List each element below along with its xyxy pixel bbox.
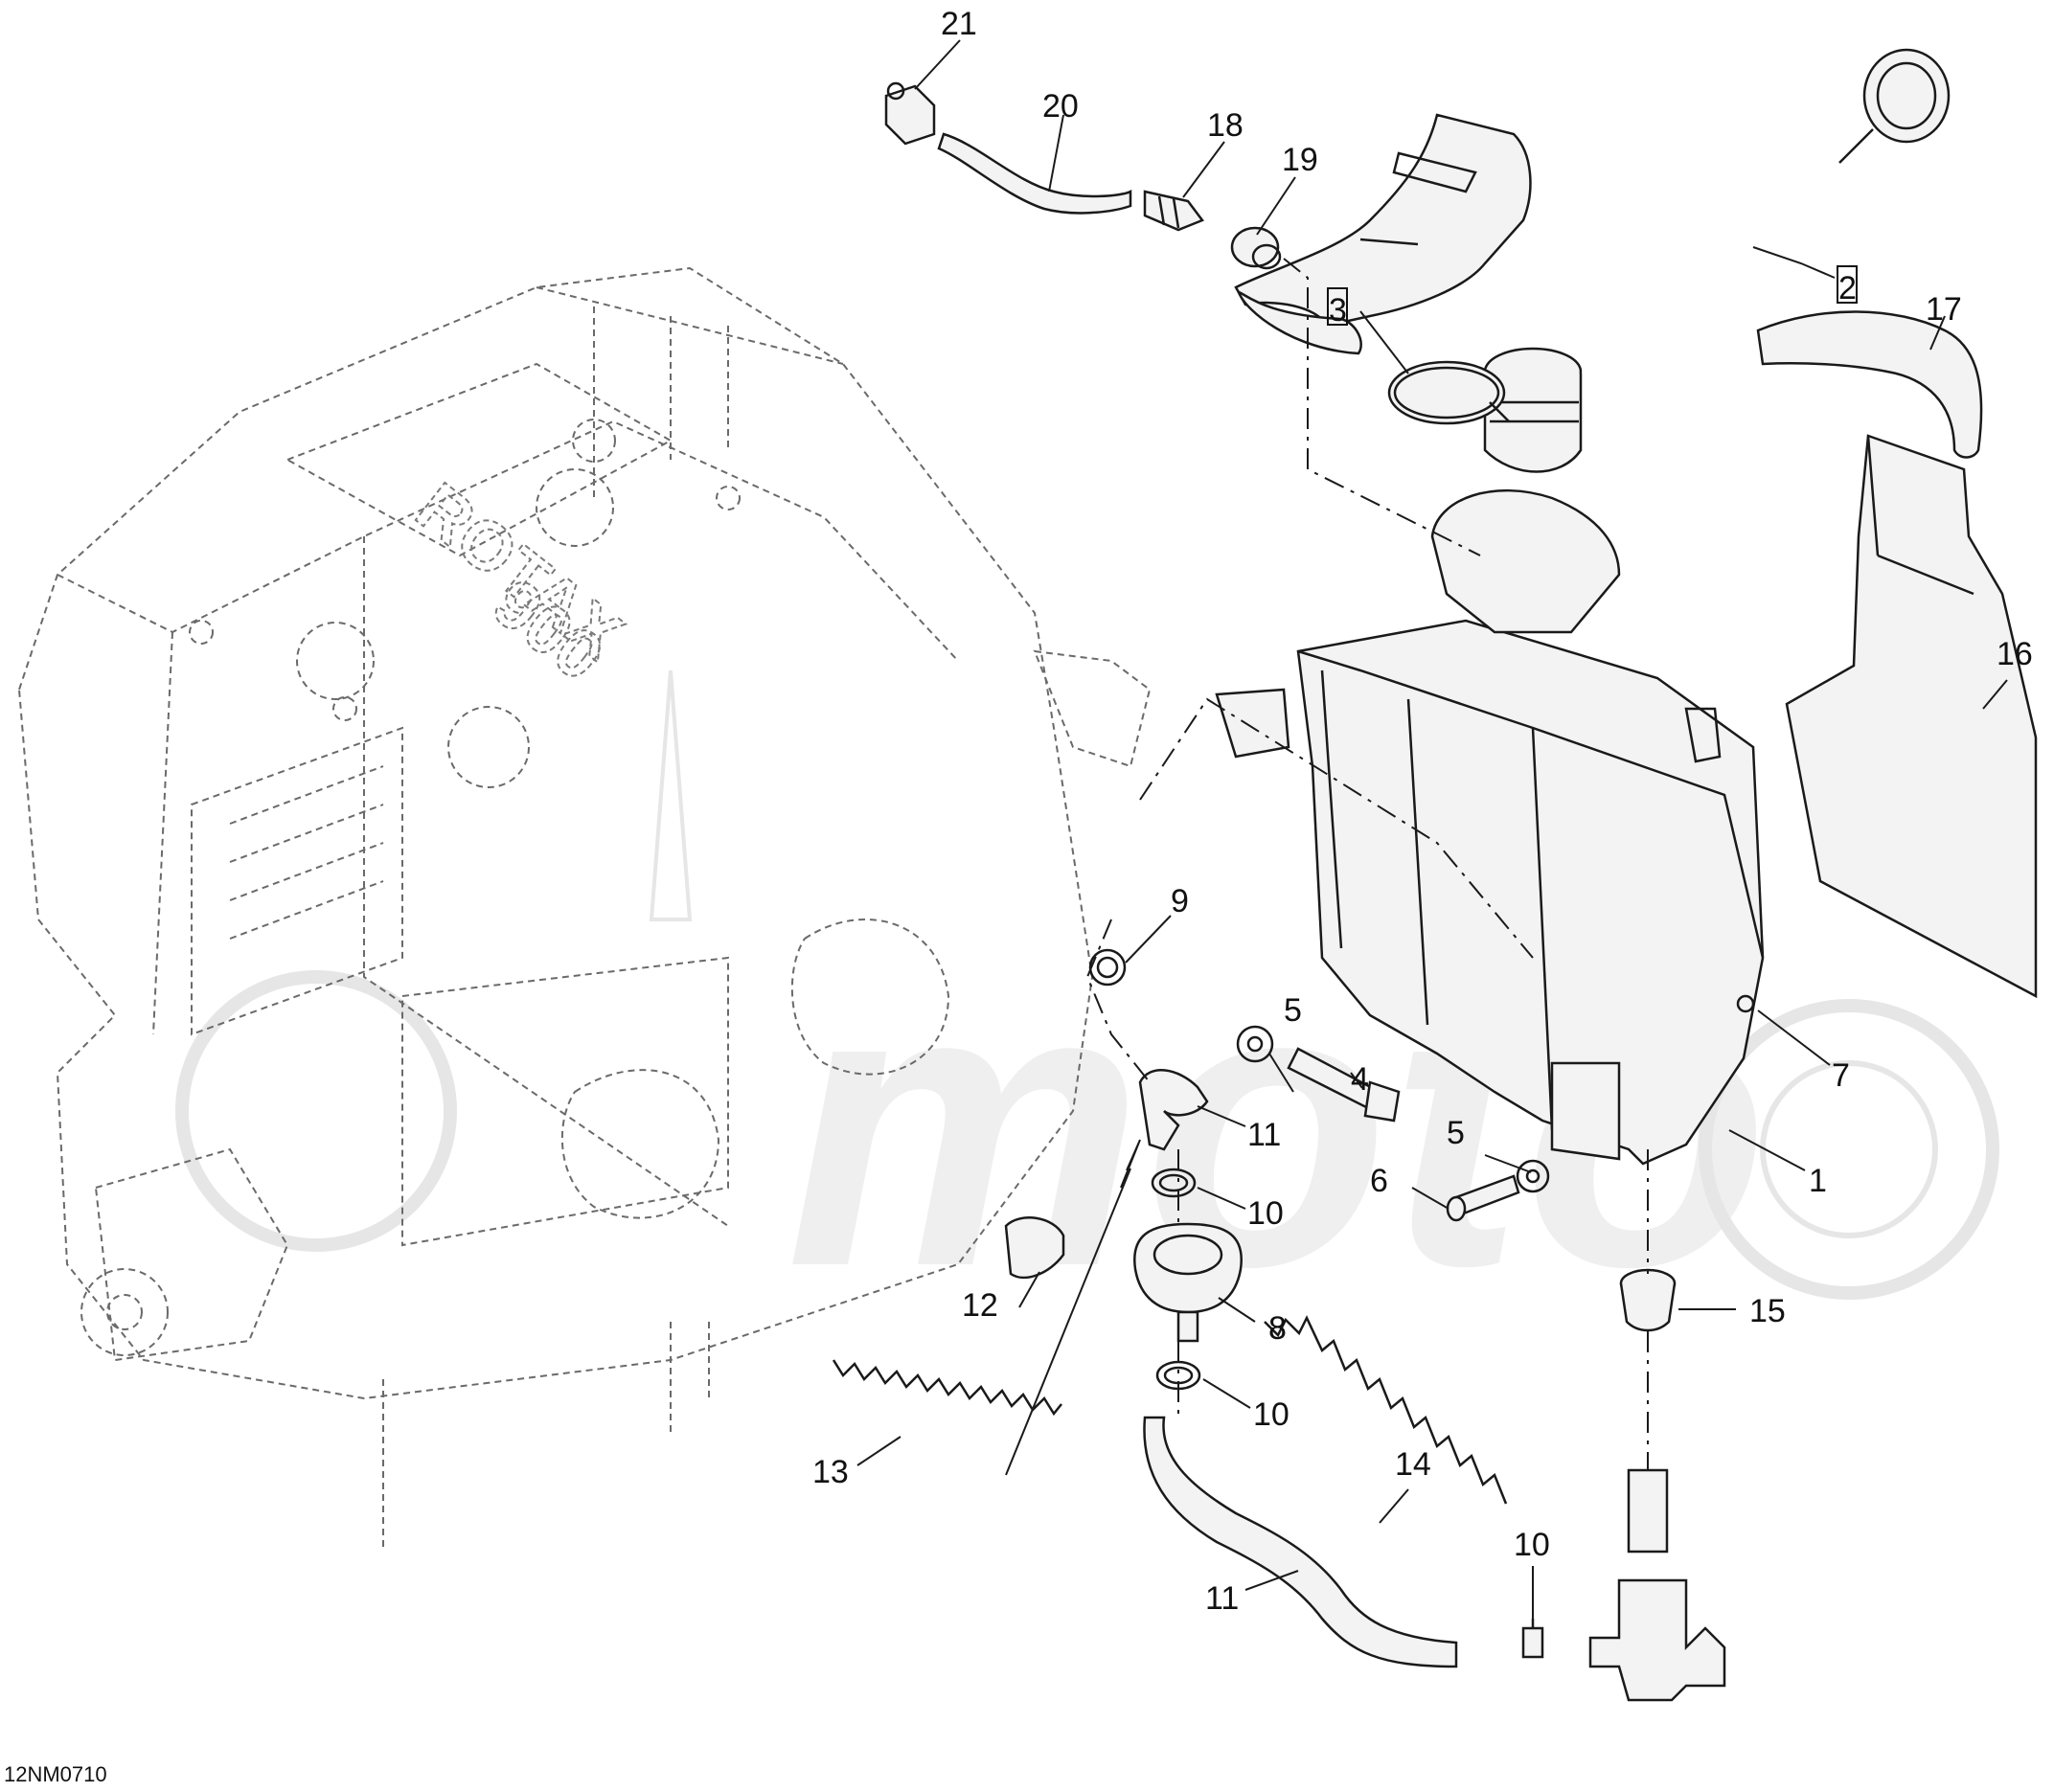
callout-leaders	[856, 39, 2008, 1619]
star-washer-5b	[1516, 1159, 1550, 1193]
spring-14	[1264, 1315, 1508, 1505]
callout-10b: 10	[1253, 1396, 1289, 1433]
callout-10c: 10	[1514, 1527, 1550, 1563]
vent-check-valve-21	[884, 81, 936, 146]
callout-1: 1	[1809, 1163, 1827, 1199]
hose-clamp-9	[1088, 948, 1127, 987]
protector-sheet-16	[1785, 434, 2038, 999]
hose-clamp-10a	[1151, 1168, 1197, 1198]
figure-id: 12NM0710	[4, 1762, 107, 1786]
spring-13	[832, 1359, 1062, 1417]
callout-14: 14	[1395, 1446, 1431, 1483]
callout-15: 15	[1749, 1293, 1786, 1329]
callout-2-box	[1837, 265, 1858, 304]
engine-block-outline	[17, 266, 1152, 1552]
callout-3: 3	[1329, 292, 1347, 329]
star-washer-5a	[1236, 1025, 1274, 1063]
callout-8: 8	[1268, 1310, 1287, 1347]
callout-2: 2	[1838, 270, 1857, 306]
oil-reservoir-tank	[1215, 347, 1765, 1166]
callout-11a: 11	[1247, 1117, 1281, 1153]
callout-21: 21	[941, 6, 977, 42]
callout-18: 18	[1207, 107, 1244, 144]
callout-17: 17	[1926, 291, 1962, 328]
callout-9: 9	[1171, 883, 1189, 919]
callout-19: 19	[1282, 142, 1318, 178]
callout-20: 20	[1042, 88, 1079, 125]
assembly-lines	[1005, 258, 1649, 1476]
filler-cap	[1838, 48, 1951, 164]
callout-12: 12	[962, 1287, 998, 1324]
callout-10a: 10	[1247, 1195, 1284, 1232]
vent-hose-20	[937, 132, 1132, 215]
filler-neck-clamp	[1387, 360, 1510, 425]
oil-filter-8	[1132, 1222, 1244, 1343]
filler-neck	[1234, 113, 1532, 355]
callout-4: 4	[1351, 1061, 1369, 1098]
callout-16: 16	[1997, 636, 2033, 672]
callout-7: 7	[1832, 1057, 1850, 1094]
callout-5b: 5	[1447, 1115, 1465, 1151]
callout-3-box	[1327, 287, 1348, 326]
hose-clamp-10c	[1521, 1619, 1544, 1659]
screw-4	[1287, 1047, 1401, 1123]
heat-shield-17	[1756, 310, 1983, 459]
elbow-fitting-11	[1138, 1069, 1209, 1151]
callout-13: 13	[812, 1454, 849, 1490]
grommet-19	[1230, 226, 1282, 270]
callouts: 21 20 18 19 2 3 17 16 9 5 4 7 11 5 1 6 1…	[812, 6, 2033, 1617]
fitting-12	[1004, 1216, 1065, 1280]
oil-level-sensor	[1588, 1468, 1726, 1702]
oil-hose-11	[1143, 1416, 1458, 1668]
callout-11b: 11	[1205, 1580, 1239, 1617]
callout-5a: 5	[1284, 992, 1302, 1029]
callout-6: 6	[1370, 1163, 1388, 1199]
hose-fitting-18	[1143, 190, 1204, 232]
grommet-15	[1619, 1268, 1677, 1332]
